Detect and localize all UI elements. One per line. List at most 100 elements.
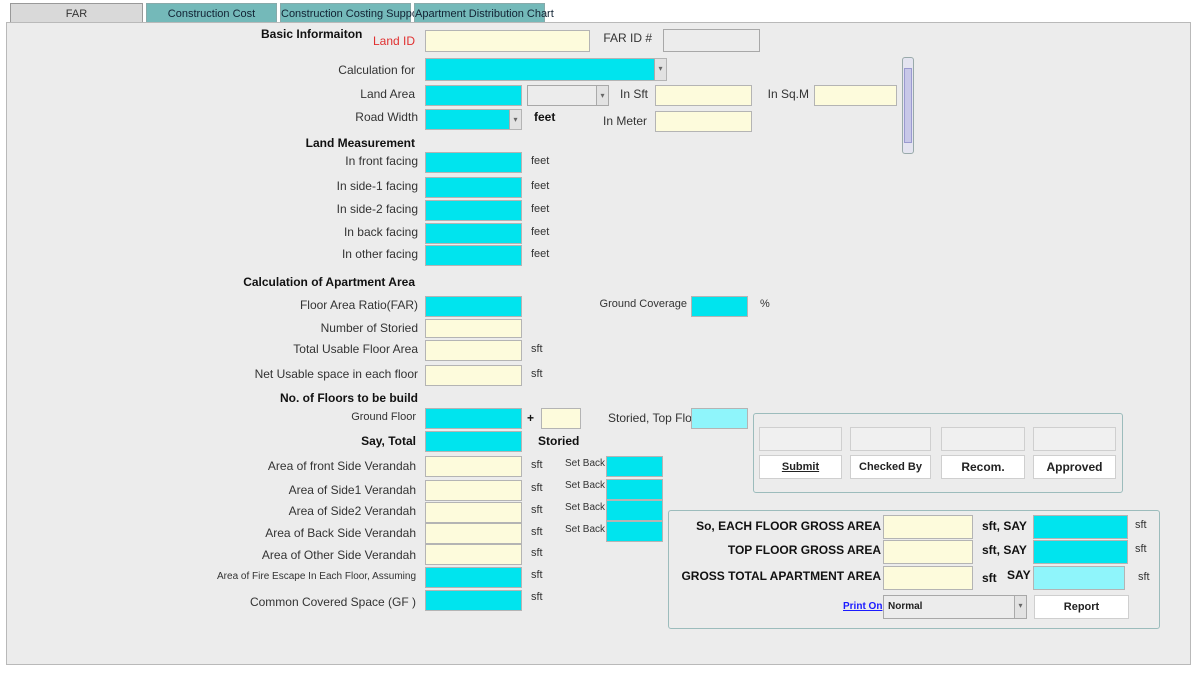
in-sqm-input[interactable] — [814, 85, 897, 106]
set-back-label: Set Back — [565, 480, 606, 491]
each-floor-gross-input[interactable] — [883, 515, 973, 539]
side1-facing-label: In side-1 facing — [336, 179, 418, 193]
top-floor-sft-say: sft, SAY — [982, 543, 1027, 557]
net-usable-unit: sft — [531, 368, 543, 380]
land-id-input[interactable] — [425, 30, 590, 52]
land-area-unit-select[interactable]: ▾ — [527, 85, 609, 106]
top-floor-unit: sft — [1135, 543, 1147, 555]
tab-apartment-distribution-chart[interactable]: Apartment Distribution Chart — [414, 3, 554, 23]
chevron-down-icon[interactable]: ▾ — [654, 59, 666, 80]
tab-construction-cost[interactable]: Construction Cost — [146, 3, 277, 23]
side2-facing-input[interactable] — [425, 200, 522, 221]
chevron-down-icon[interactable]: ▾ — [1014, 596, 1026, 618]
side2-verandah-input[interactable] — [425, 502, 522, 523]
ground-floor-input[interactable] — [425, 408, 522, 429]
approved-button[interactable]: Approved — [1033, 455, 1116, 479]
number-of-storied-input[interactable] — [425, 319, 522, 338]
set-back-label: Set Back — [565, 524, 606, 535]
common-covered-label: Common Covered Space (GF ) — [249, 595, 416, 609]
far-id-input[interactable] — [663, 29, 760, 52]
gross-total-input[interactable] — [883, 566, 973, 590]
ground-coverage-input[interactable] — [691, 296, 748, 317]
set-back-side2-input[interactable] — [606, 500, 663, 521]
road-width-select[interactable]: ▾ — [425, 109, 522, 130]
in-meter-label: In Meter — [602, 114, 647, 128]
common-covered-input[interactable] — [425, 590, 522, 611]
print-on-value: Normal — [888, 601, 923, 612]
in-sqm-label: In Sq.M — [767, 87, 809, 101]
back-facing-label: In back facing — [343, 225, 418, 239]
front-facing-unit: feet — [531, 155, 550, 167]
chevron-down-icon[interactable]: ▾ — [596, 86, 608, 105]
calculation-for-select[interactable]: ▾ — [425, 58, 667, 81]
far-label: Floor Area Ratio(FAR) — [299, 298, 418, 312]
tab-construction-costing-support[interactable]: Construction Costing Support — [280, 3, 425, 23]
side1-facing-input[interactable] — [425, 177, 522, 198]
top-floor-count-input[interactable] — [541, 408, 581, 429]
side1-facing-unit: feet — [531, 180, 550, 192]
other-verandah-input[interactable] — [425, 544, 522, 565]
storied-top-floor-input[interactable] — [691, 408, 748, 429]
other-facing-label: In other facing — [341, 247, 418, 261]
back-facing-input[interactable] — [425, 223, 522, 244]
calculation-for-label: Calculation for — [338, 63, 415, 77]
side1-verandah-unit: sft — [531, 482, 543, 494]
front-facing-label: In front facing — [345, 154, 418, 168]
ground-coverage-label: Ground Coverage — [599, 298, 687, 310]
submit-button[interactable]: Submit — [759, 455, 842, 479]
back-verandah-input[interactable] — [425, 523, 522, 544]
back-verandah-unit: sft — [531, 526, 543, 538]
total-usable-label: Total Usable Floor Area — [293, 342, 418, 356]
set-back-back-input[interactable] — [606, 521, 663, 542]
top-floor-gross-label: TOP FLOOR GROSS AREA — [727, 543, 881, 557]
far-id-label: FAR ID # — [603, 31, 652, 45]
scrollbar-thumb[interactable] — [904, 68, 912, 143]
set-back-label: Set Back — [565, 458, 606, 469]
checked-by-button[interactable]: Checked By — [850, 455, 931, 479]
each-floor-say-input[interactable] — [1033, 515, 1128, 539]
set-back-label: Set Back — [565, 502, 606, 513]
checked-by-status-field — [850, 427, 931, 451]
top-floor-say-input[interactable] — [1033, 540, 1128, 564]
back-facing-unit: feet — [531, 226, 550, 238]
report-button[interactable]: Report — [1034, 595, 1129, 619]
vertical-scrollbar[interactable] — [902, 57, 914, 154]
top-floor-gross-input[interactable] — [883, 540, 973, 564]
in-sft-input[interactable] — [655, 85, 752, 106]
set-back-front-input[interactable] — [606, 456, 663, 477]
gross-area-panel — [668, 510, 1160, 629]
gross-total-say-input[interactable] — [1033, 566, 1125, 590]
side2-facing-unit: feet — [531, 203, 550, 215]
storied-top-floor-label: Storied, Top Floor — [608, 411, 703, 425]
chevron-down-icon[interactable]: ▾ — [509, 110, 521, 129]
total-usable-input[interactable] — [425, 340, 522, 361]
front-verandah-input[interactable] — [425, 456, 522, 477]
land-area-input[interactable] — [425, 85, 522, 106]
recom-button[interactable]: Recom. — [941, 455, 1025, 479]
gross-total-label: GROSS TOTAL APARTMENT AREA — [681, 569, 881, 583]
each-floor-gross-label: So, EACH FLOOR GROSS AREA — [696, 519, 881, 533]
gross-total-say: SAY — [1007, 568, 1031, 582]
far-input[interactable] — [425, 296, 522, 317]
side1-verandah-input[interactable] — [425, 480, 522, 501]
other-facing-input[interactable] — [425, 245, 522, 266]
other-verandah-label: Area of Other Side Verandah — [261, 548, 416, 562]
common-covered-unit: sft — [531, 591, 543, 603]
in-sft-label: In Sft — [619, 87, 648, 101]
net-usable-input[interactable] — [425, 365, 522, 386]
tab-far[interactable]: FAR — [10, 3, 143, 23]
side1-verandah-label: Area of Side1 Verandah — [288, 483, 416, 497]
each-floor-sft-say: sft, SAY — [982, 519, 1027, 533]
fire-escape-input[interactable] — [425, 567, 522, 588]
print-on-link[interactable]: Print On — [843, 601, 883, 612]
say-total-input[interactable] — [425, 431, 522, 452]
set-back-side1-input[interactable] — [606, 479, 663, 500]
print-on-select[interactable]: Normal ▾ — [883, 595, 1027, 619]
front-facing-input[interactable] — [425, 152, 522, 173]
total-usable-unit: sft — [531, 343, 543, 355]
say-total-label: Say, Total — [361, 434, 416, 448]
in-meter-input[interactable] — [655, 111, 752, 132]
far-form-panel — [6, 22, 1191, 665]
gross-total-unit: sft — [1138, 571, 1150, 583]
fire-escape-unit: sft — [531, 569, 543, 581]
